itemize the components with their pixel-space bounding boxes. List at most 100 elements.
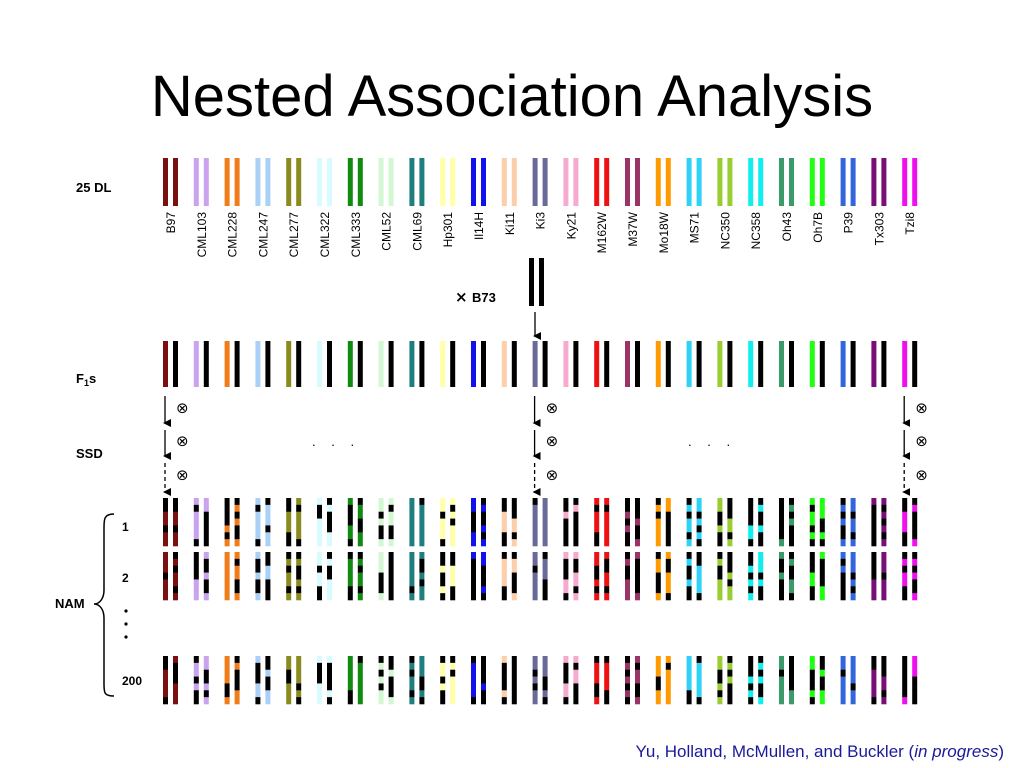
ril-chromosome-segment <box>419 697 425 705</box>
ril-chromosome-segment <box>296 593 302 601</box>
ril-chromosome-segment <box>625 697 630 705</box>
ril-chromosome-segment <box>481 697 486 705</box>
ril-chromosome-segment <box>317 504 322 513</box>
ril-chromosome-segment <box>881 579 887 587</box>
ril-chromosome-segment <box>173 683 178 691</box>
ril-chromosome-segment <box>635 552 640 560</box>
ril-chromosome-segment <box>317 593 322 601</box>
ril-chromosome-segment <box>563 662 569 671</box>
ril-chromosome-segment <box>286 683 292 691</box>
dl-chromosome <box>594 158 600 206</box>
ril-chromosome-segment <box>665 656 671 664</box>
ril-chromosome-segment <box>409 539 415 547</box>
ril-chromosome-segment <box>840 586 846 594</box>
ril-chromosome-segment <box>234 558 240 567</box>
ril-chromosome-segment <box>317 579 322 587</box>
ril-chromosome-segment <box>296 539 302 547</box>
ril-chromosome-segment <box>665 669 671 677</box>
ril-chromosome-segment <box>173 572 178 580</box>
ril-chromosome-segment <box>840 676 846 684</box>
ril-chromosome-segment <box>388 565 394 573</box>
ril-chromosome-segment <box>789 579 794 587</box>
ril-chromosome-segment <box>789 697 794 705</box>
ril-chromosome-segment <box>265 579 271 587</box>
ril-chromosome-segment <box>173 669 178 677</box>
f1-chromosome <box>779 341 784 387</box>
ril-chromosome-segment <box>748 572 754 580</box>
ril-chromosome-segment <box>779 669 784 677</box>
dl-chromosome <box>511 158 517 206</box>
ril-chromosome-segment <box>409 565 415 573</box>
ril-chromosome-segment <box>419 518 425 526</box>
ril-chromosome-segment <box>881 656 887 664</box>
ril-chromosome-segment <box>758 683 764 691</box>
ril-chromosome-segment <box>686 539 692 547</box>
ril-chromosome-segment <box>388 552 394 560</box>
ril-chromosome-segment <box>378 539 384 547</box>
ril-chromosome-segment <box>758 579 764 587</box>
ril-chromosome-segment <box>748 593 754 601</box>
ril-chromosome-segment <box>327 586 332 594</box>
ril-chromosome-segment <box>296 498 302 506</box>
ril-chromosome-segment <box>779 539 784 547</box>
ril-chromosome-segment <box>173 690 178 698</box>
ril-chromosome-segment <box>748 690 754 698</box>
ril-chromosome-segment <box>450 683 456 691</box>
line-name-label: Oh43 <box>780 212 794 242</box>
selfing-symbol: ⊗ <box>915 432 928 450</box>
f1-chromosome <box>450 341 456 387</box>
dl-chromosome <box>501 158 507 206</box>
dl-chromosome <box>871 158 877 206</box>
ril-chromosome-segment <box>347 511 353 519</box>
ril-chromosome-segment <box>594 697 600 705</box>
ril-chromosome-segment <box>409 498 415 506</box>
ril-chromosome-segment <box>317 565 322 573</box>
ril-chromosome-segment <box>542 669 548 677</box>
line-name-label: CML103 <box>195 212 209 258</box>
ril-chromosome-segment <box>265 552 271 560</box>
ril-chromosome-segment <box>501 565 507 573</box>
ril-chromosome-segment <box>234 662 240 671</box>
ril-chromosome-segment <box>912 504 918 513</box>
ril-chromosome-segment <box>635 579 640 587</box>
ril-chromosome-segment <box>163 586 168 594</box>
ril-chromosome-segment <box>594 518 600 526</box>
ril-chromosome-segment <box>779 676 784 684</box>
f1-chromosome <box>809 341 815 387</box>
f1-label-end: s <box>89 371 96 386</box>
f1-chromosome <box>850 341 856 387</box>
ril-chromosome-segment <box>440 669 446 677</box>
f1-chromosome <box>789 341 794 387</box>
ril-chromosome-segment <box>758 572 764 580</box>
ril-chromosome-segment <box>440 579 446 587</box>
ril-chromosome-segment <box>224 579 230 587</box>
dl-chromosome <box>655 158 661 206</box>
ril-chromosome-segment <box>286 669 292 677</box>
ril-chromosome-segment <box>327 662 332 671</box>
ril-chromosome-segment <box>635 532 640 540</box>
ril-chromosome-segment <box>440 498 446 506</box>
ril-chromosome-segment <box>193 565 199 573</box>
ril-chromosome-segment <box>286 532 292 540</box>
ril-chromosome-segment <box>203 593 209 601</box>
ril-chromosome-segment <box>819 690 825 698</box>
ril-chromosome-segment <box>471 586 476 594</box>
ril-chromosome-segment <box>789 676 794 684</box>
ril-chromosome-segment <box>163 676 168 684</box>
ril-chromosome-segment <box>163 518 168 526</box>
ril-chromosome-segment <box>748 525 754 533</box>
ril-chromosome-segment <box>419 669 425 677</box>
ril-chromosome-segment <box>748 697 754 705</box>
ril-chromosome-segment <box>481 558 486 567</box>
f1-chromosome <box>327 341 332 387</box>
f1-chromosome <box>727 341 733 387</box>
ril-chromosome-segment <box>419 676 425 684</box>
ril-chromosome-segment <box>563 498 569 506</box>
ril-chromosome-segment <box>655 525 661 533</box>
ril-chromosome-segment <box>779 690 784 698</box>
f1-chromosome <box>840 341 846 387</box>
ril-chromosome-segment <box>850 504 856 513</box>
ril-chromosome-segment <box>532 539 538 547</box>
ril-chromosome-segment <box>234 586 240 594</box>
ril-chromosome-segment <box>481 683 486 691</box>
